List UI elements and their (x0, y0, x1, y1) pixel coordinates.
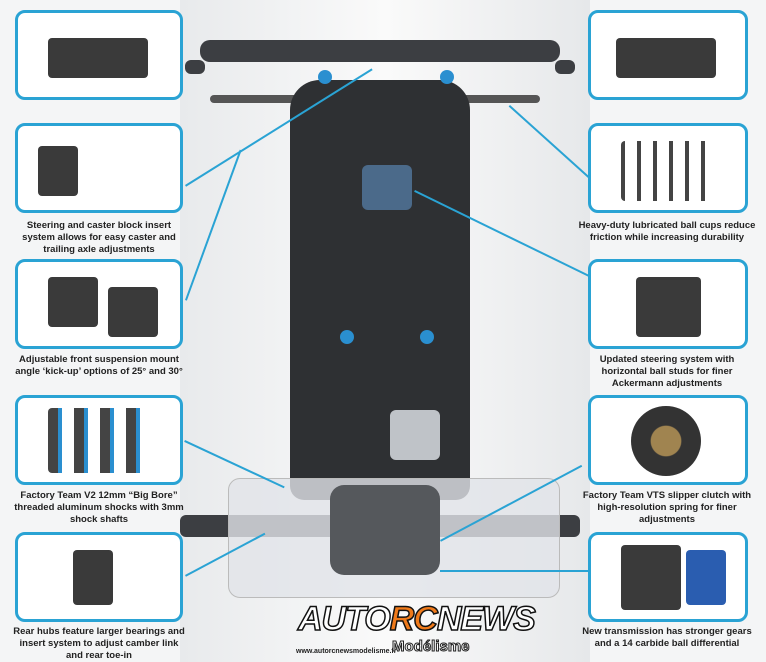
slipper-clutch-image (631, 406, 701, 476)
feature-box-buggy-rear-view (588, 10, 748, 100)
feature-caption: Updated steering system with horizontal … (599, 354, 735, 389)
logo-subtitle: Modélisme (392, 638, 471, 656)
blue-nut (420, 330, 434, 344)
feature-caption: Rear hubs feature larger bearings and in… (13, 626, 185, 661)
connector-line (440, 570, 590, 572)
motor-plate-image (686, 550, 726, 605)
esc-heatsink (390, 410, 440, 460)
feature-box-buggy-front-view (15, 10, 183, 100)
buggy-image (616, 38, 716, 78)
feature-box-steering-system (588, 259, 748, 349)
transmission (330, 485, 440, 575)
mount-image (48, 277, 98, 327)
feature-box-suspension-mount (15, 259, 183, 349)
blue-shock (440, 70, 454, 84)
blue-nut (340, 330, 354, 344)
mount-image (108, 287, 158, 337)
servo (362, 165, 412, 210)
feature-caption: Steering and caster block insert system … (22, 220, 176, 255)
logo-news: NEWS (436, 599, 537, 639)
front-right-axle (555, 60, 575, 74)
feature-box-transmission (588, 532, 748, 622)
logo-rc: RC (389, 599, 439, 639)
feature-box-steering-caster (15, 123, 183, 213)
feature-caption: Heavy-duty lubricated ball cups reduce f… (578, 220, 756, 243)
feature-caption: Factory Team V2 12mm “Big Bore” threaded… (14, 490, 184, 525)
feature-box-rear-hubs (15, 532, 183, 622)
feature-box-slipper-clutch (588, 395, 748, 485)
caster-block-image (38, 146, 78, 196)
front-left-axle (185, 60, 205, 74)
logo-website: www.autorcnewsmodelisme.fr (296, 648, 397, 655)
feature-caption: Adjustable front suspension mount angle … (15, 354, 183, 377)
logo-auto: AUTO (297, 599, 391, 639)
feature-caption: Factory Team VTS slipper clutch with hig… (582, 490, 752, 525)
front-suspension-arms (200, 40, 560, 62)
ball-cups-image (621, 141, 716, 201)
shocks-image (48, 408, 148, 473)
feature-box-shocks (15, 395, 183, 485)
feature-box-ball-cups (588, 123, 748, 213)
autorcnews-logo: AUTORCNEWS (297, 599, 537, 639)
gearbox-image (621, 545, 681, 610)
blue-shock (318, 70, 332, 84)
buggy-image (48, 38, 148, 78)
chassis-plate (290, 80, 470, 500)
steering-image (636, 277, 701, 337)
feature-caption: New transmission has stronger gears and … (582, 626, 752, 649)
rear-hub-image (73, 550, 113, 605)
